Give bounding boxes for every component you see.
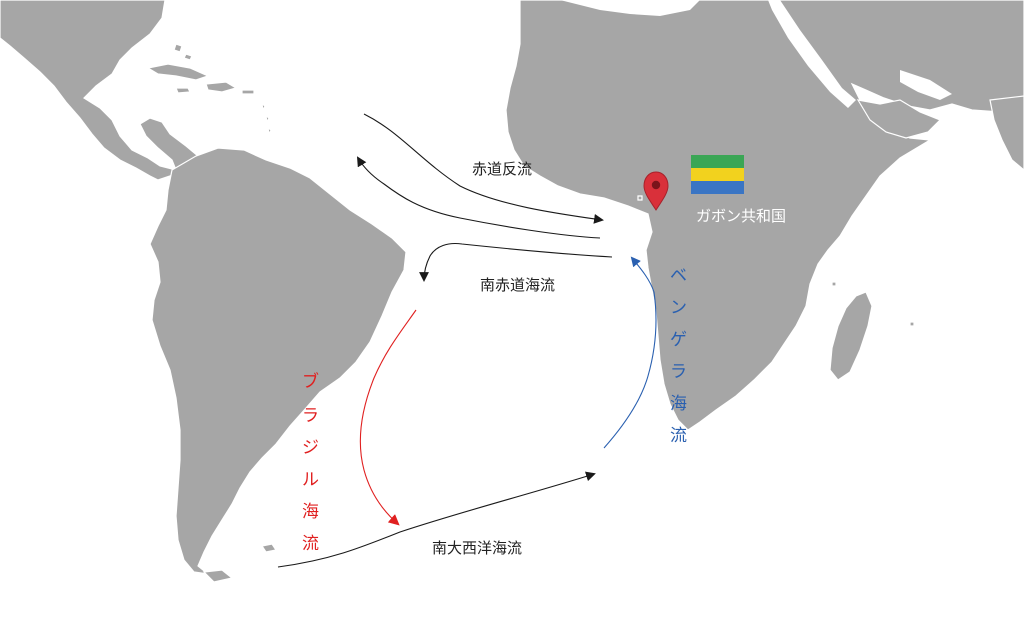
bioko-island bbox=[637, 195, 643, 201]
brazil-char: ブ bbox=[302, 371, 319, 392]
map-pin-icon[interactable] bbox=[643, 171, 669, 211]
jamaica-island bbox=[175, 87, 191, 94]
south-atlantic-current-label: 南大西洋海流 bbox=[432, 539, 522, 557]
south-equatorial-current-path bbox=[419, 242, 613, 282]
south-equatorial-current-label: 南赤道海流 bbox=[480, 276, 555, 294]
persian-gulf-water bbox=[900, 70, 952, 100]
cuba-island bbox=[146, 63, 210, 81]
brazil-char: ラ bbox=[302, 406, 319, 426]
equatorial-counter-current-label: 赤道反流 bbox=[472, 160, 532, 178]
gabon-label: ガボン共和国 bbox=[696, 207, 786, 225]
brazil-char: ル bbox=[302, 470, 319, 490]
india-landmass bbox=[989, 95, 1024, 171]
brazil-char: 流 bbox=[302, 534, 319, 554]
tierra-del-fuego bbox=[202, 569, 234, 583]
mediterranean-water bbox=[560, 0, 700, 16]
red-sea-water bbox=[768, 0, 856, 108]
madagascar-island bbox=[829, 291, 873, 381]
arabian-peninsula bbox=[856, 99, 942, 139]
brazil-char: ジ bbox=[302, 438, 319, 458]
brazil-current-label: ブ ラ ジ ル 海 流 bbox=[302, 371, 319, 554]
north-equatorial-return-path bbox=[356, 156, 601, 239]
puerto-rico-island bbox=[241, 89, 255, 95]
benguela-char: ラ bbox=[670, 362, 687, 382]
benguela-char: ン bbox=[670, 298, 687, 318]
benguela-char: ベ bbox=[670, 266, 687, 286]
hispaniola-island bbox=[205, 81, 238, 93]
north-america-landmass bbox=[0, 0, 199, 181]
lesser-antilles bbox=[261, 102, 272, 136]
benguela-char: 流 bbox=[670, 426, 687, 446]
equatorial-counter-current-path bbox=[363, 113, 604, 224]
benguela-char: 海 bbox=[670, 394, 687, 414]
south-america-landmass bbox=[149, 147, 407, 575]
falkland-islands bbox=[261, 543, 277, 553]
benguela-current-label: ベ ン ゲ ラ 海 流 bbox=[670, 266, 687, 446]
brazil-current-path bbox=[359, 309, 417, 526]
benguela-char: ゲ bbox=[670, 330, 687, 350]
comoros-islands bbox=[831, 281, 915, 327]
brazil-char: 海 bbox=[302, 502, 319, 522]
africa-landmass bbox=[505, 0, 1024, 431]
south-atlantic-current-path bbox=[277, 471, 596, 568]
benguela-current-path bbox=[603, 256, 657, 449]
gabon-flag-icon bbox=[691, 155, 744, 194]
bahamas-islands bbox=[173, 43, 193, 61]
